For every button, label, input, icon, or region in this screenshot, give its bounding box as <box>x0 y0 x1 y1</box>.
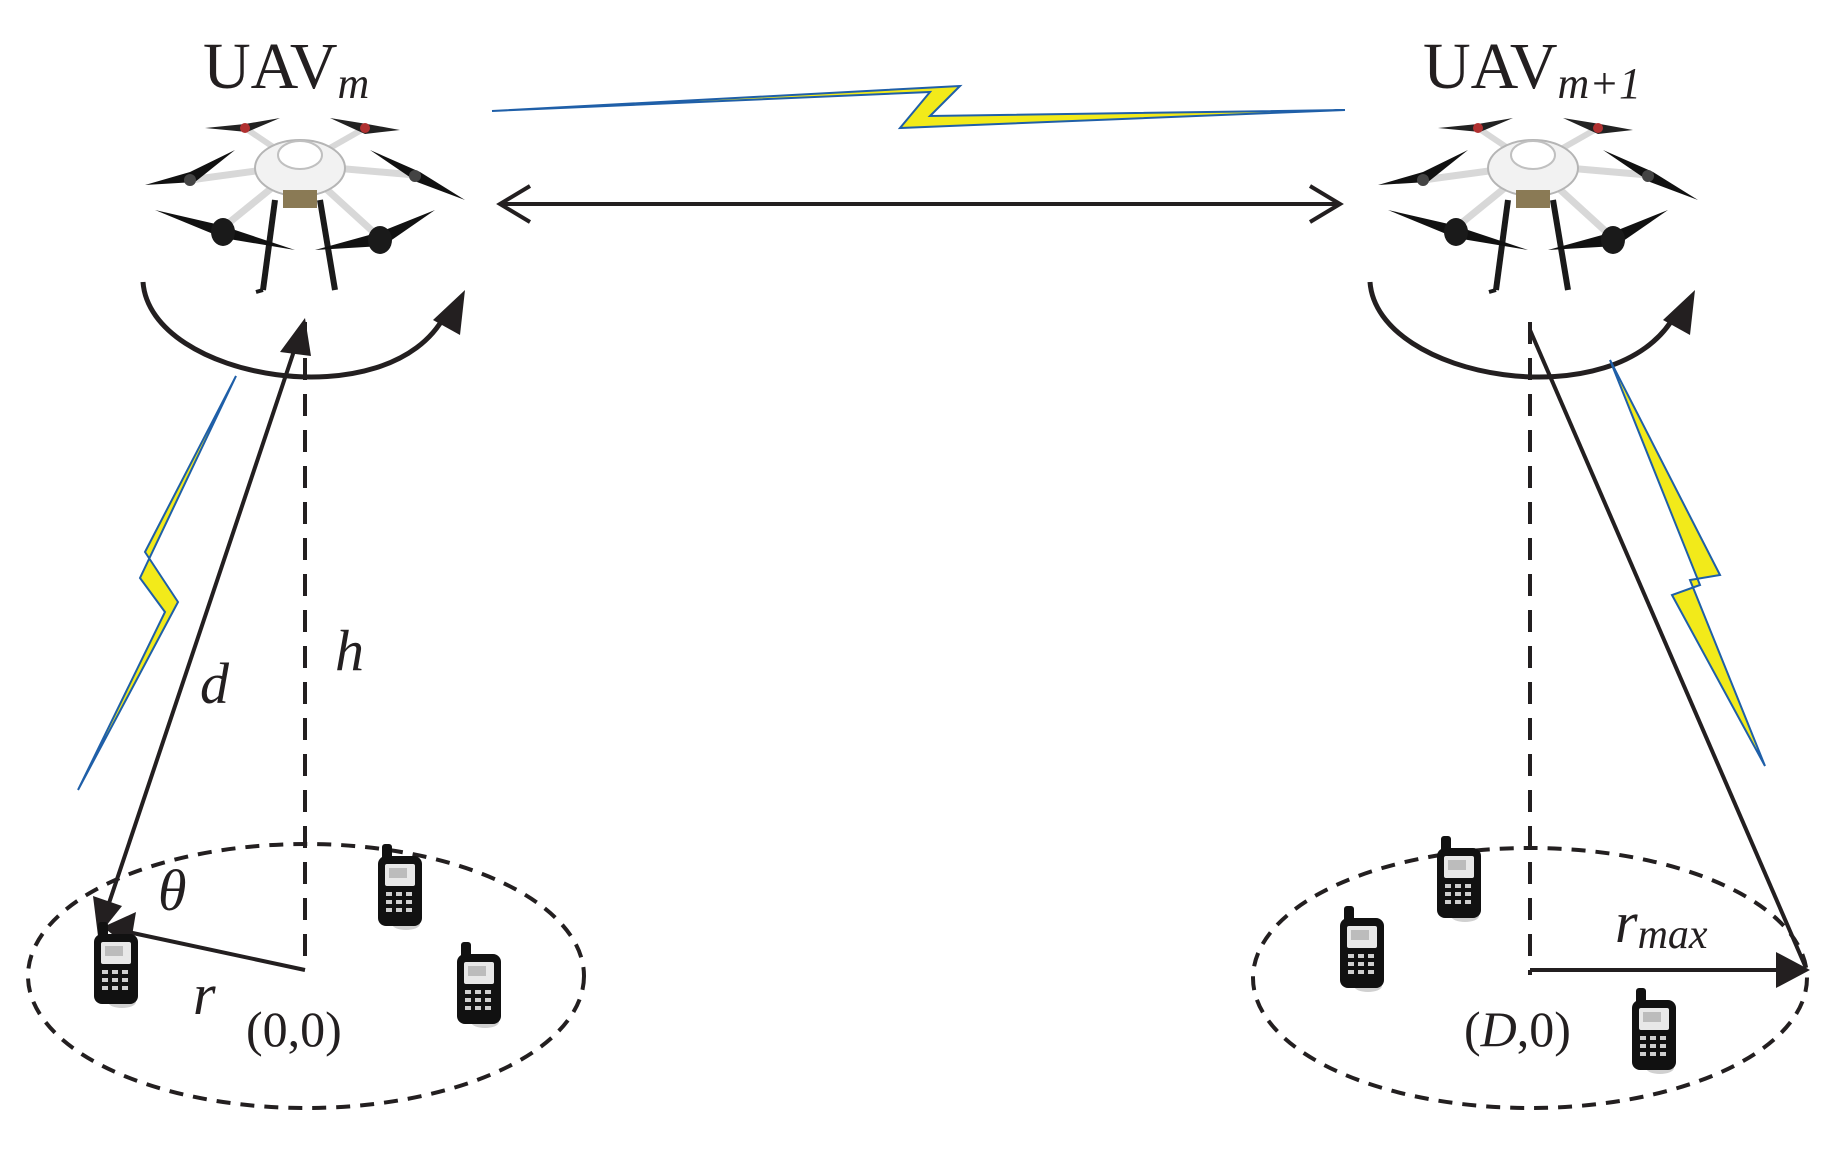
mobile-phone-icon <box>94 922 138 1008</box>
lightning-link-icon <box>77 375 237 791</box>
max-distance-line <box>1528 329 1808 969</box>
uav-right-subscript: m+1 <box>1557 59 1640 108</box>
label-theta: θ <box>158 858 187 923</box>
mobile-phone-icon <box>1437 836 1481 922</box>
rotation-arrow-icon <box>1367 281 1695 380</box>
label-d: d <box>200 651 230 716</box>
rotation-arrow-icon <box>140 281 465 380</box>
mobile-phone-icon <box>1340 906 1384 992</box>
mobile-phone-icon <box>457 942 501 1028</box>
uav-link-double-arrow <box>496 184 1344 224</box>
uav-right-title: UAVm+1 <box>1423 30 1641 108</box>
label-rmax: rmax <box>1615 890 1708 958</box>
coverage-area-left <box>26 842 586 1110</box>
lightning-link-icon <box>1609 359 1766 767</box>
uav-left-subscript: m <box>337 59 369 108</box>
mobile-phone-icon <box>1632 988 1676 1074</box>
label-h: h <box>335 618 364 683</box>
drone-icon <box>145 118 465 292</box>
radius-rmax-arrow <box>1530 952 1810 988</box>
mobile-phone-icon <box>378 844 422 930</box>
label-r: r <box>193 962 216 1027</box>
drone-icon <box>1378 118 1698 292</box>
coverage-area-right <box>1251 846 1809 1110</box>
uav-left-title: UAVm <box>203 30 369 108</box>
coord-right: (D,0) <box>1464 1001 1571 1057</box>
lightning-link-icon <box>491 84 1346 130</box>
coord-origin: (0,0) <box>246 1001 342 1057</box>
